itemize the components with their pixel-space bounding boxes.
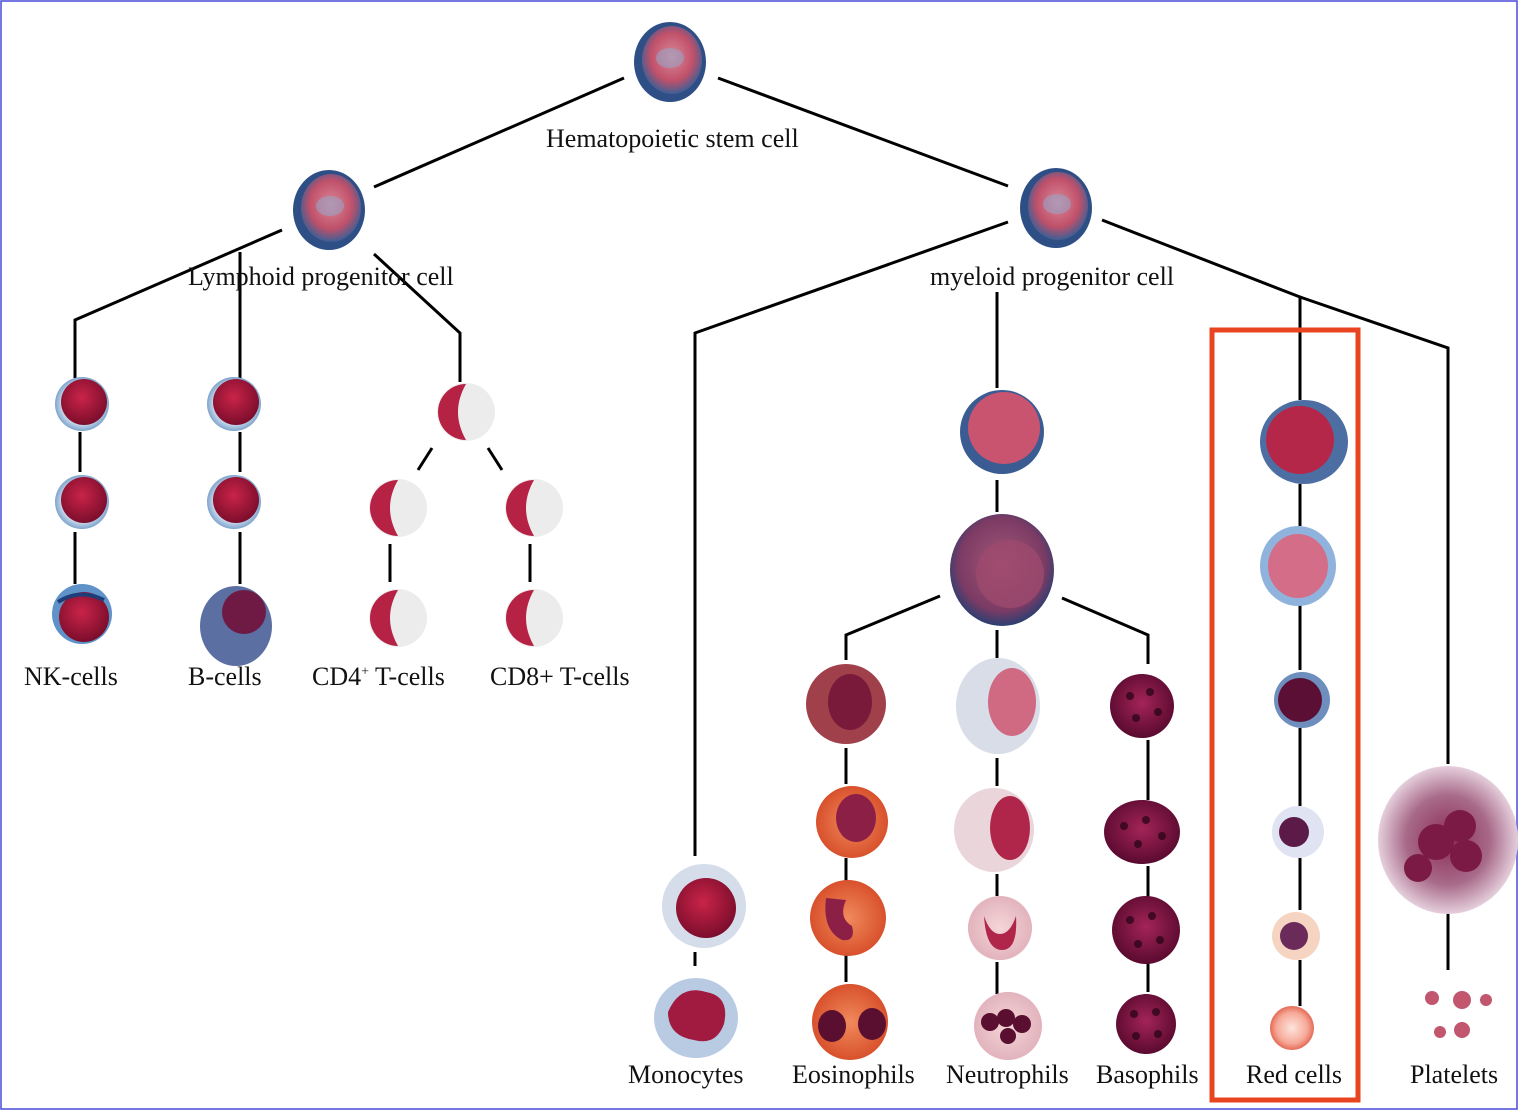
neu-myelocyte-cell: [956, 658, 1040, 754]
cd4-t-precursor-cell: [369, 479, 427, 537]
to-eosinophil-line: [844, 594, 941, 660]
monocyte-cell: [654, 978, 738, 1058]
nk-cell: [52, 584, 112, 644]
to-basophil-line: [1061, 596, 1150, 664]
myeloid-to-red-line: [1101, 218, 1302, 400]
myeloid-to-platelet-line: [1299, 295, 1450, 764]
basophils-label: Basophils: [1096, 1060, 1199, 1089]
lymphoid-to-nk-line: [73, 228, 283, 378]
neutrophil-cell: [974, 992, 1042, 1060]
proerythroblast-cell: [1260, 400, 1348, 484]
basophil-granules: [1120, 688, 1166, 1040]
neu-metamyelocyte-cell: [954, 788, 1034, 872]
nk-precursor-cell-1: [55, 377, 109, 431]
b-precursor-cell-1: [207, 377, 261, 431]
myeloblast-cell: [960, 390, 1044, 474]
monoblast-cell: [662, 864, 746, 948]
promyelocyte-cell: [950, 514, 1054, 626]
eos-metamyelocyte-cell: [816, 786, 888, 858]
cd8-t-precursor-cell: [505, 479, 563, 537]
platelets-cells: [1425, 991, 1492, 1038]
eosinophils-label: Eosinophils: [792, 1060, 915, 1089]
cd8-t-cell: [505, 589, 563, 647]
red-blood-cell: [1270, 1006, 1314, 1050]
stem-to-lymphoid-line: [373, 76, 625, 189]
orthochromatic-erythroblast-cell: [1272, 806, 1324, 858]
stem-to-myeloid-line: [717, 76, 1009, 188]
myeloid-progenitor-cell: [1020, 168, 1092, 248]
baso-band-cell: [1112, 896, 1180, 964]
polychromatic-erythroblast-cell: [1274, 672, 1330, 728]
cd4-t-cells-label: CD4+ T-cells: [312, 662, 445, 691]
stem-cell: [634, 22, 706, 102]
eos-myelocyte-cell: [806, 664, 886, 744]
basophilic-erythroblast-cell: [1260, 526, 1336, 606]
cd8-t-cells-label: CD8+ T-cells: [490, 662, 630, 691]
red-cells-label: Red cells: [1246, 1060, 1343, 1089]
t-split-line-left: [416, 447, 434, 471]
stem-cell-label: Hematopoietic stem cell: [546, 124, 799, 153]
myeloid-to-monocyte-line: [693, 220, 1009, 856]
reticulocyte-cell: [1272, 912, 1320, 960]
b-precursor-cell-2: [207, 475, 261, 529]
nk-precursor-cell-2: [55, 475, 109, 529]
neu-band-cell: [968, 896, 1032, 960]
b-cells-label: B-cells: [188, 662, 262, 691]
eosinophil-cell: [812, 984, 888, 1060]
t-precursor-cell: [437, 383, 495, 441]
baso-metamyelocyte-cell: [1104, 800, 1180, 864]
lymphoid-progenitor-cell: [293, 170, 365, 250]
myeloid-progenitor-label: myeloid progenitor cell: [930, 262, 1175, 291]
eos-band-cell: [810, 880, 886, 956]
basophil-cell: [1116, 994, 1176, 1054]
monocytes-label: Monocytes: [628, 1060, 744, 1089]
t-split-line-right: [486, 447, 504, 471]
lymphoid-to-t-line: [372, 252, 462, 382]
red-cells-highlight-box: [1209, 327, 1361, 1103]
b-cell-plasma: [200, 586, 272, 666]
lymphoid-progenitor-label: Lymphoid progenitor cell: [188, 262, 454, 291]
megakaryocyte-cell: [1378, 766, 1518, 914]
baso-myelocyte-cell: [1110, 674, 1174, 738]
tree-connectors: [73, 76, 1450, 1006]
cd4-t-cell: [369, 589, 427, 647]
platelets-label: Platelets: [1410, 1060, 1499, 1089]
neutrophils-label: Neutrophils: [946, 1060, 1069, 1089]
nk-cells-label: NK-cells: [24, 662, 118, 691]
